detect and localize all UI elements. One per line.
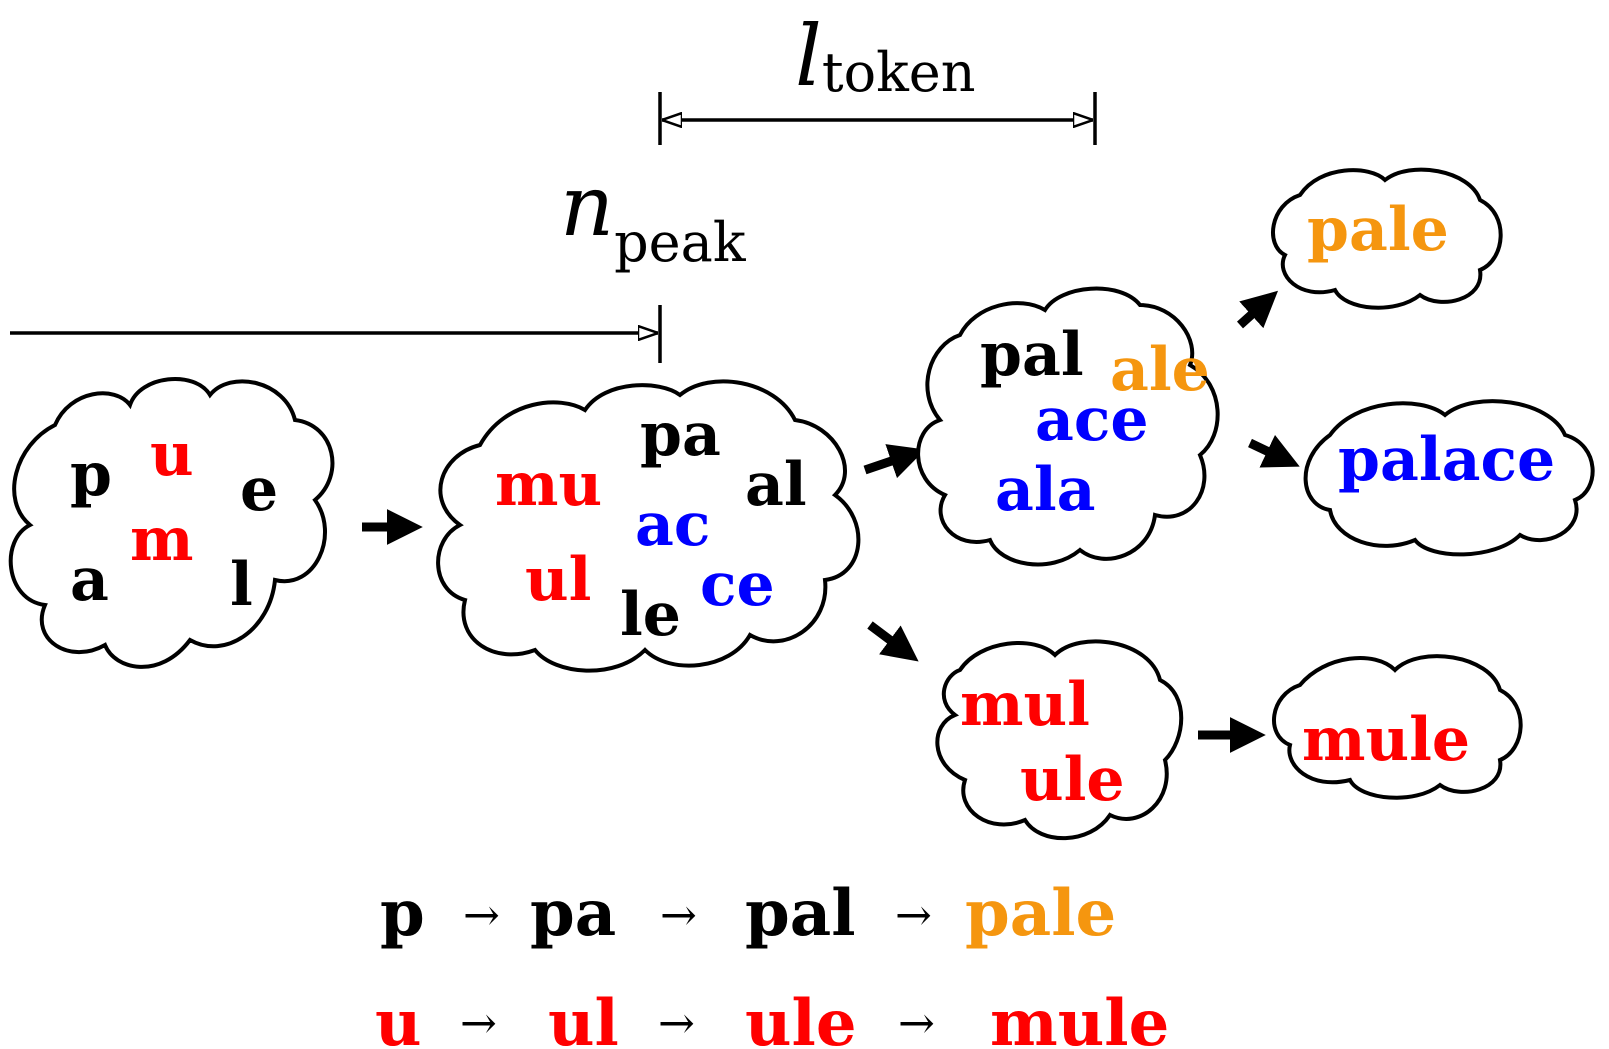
cloud1-token-6: l bbox=[230, 550, 253, 620]
cloud2-token-5: ul bbox=[525, 545, 591, 615]
l-token-main: l bbox=[795, 7, 822, 105]
cloud7-token-1: mule bbox=[1302, 705, 1470, 775]
arrow-2-upper bbox=[863, 444, 926, 479]
cloud-triples-pal: pal ale ace ala bbox=[916, 286, 1220, 567]
path2-arrow-3: → bbox=[898, 998, 935, 1049]
cloud2-token-2: mu bbox=[495, 450, 602, 520]
cloud1-token-3: e bbox=[240, 455, 278, 525]
cloud2-token-4: ac bbox=[635, 490, 710, 560]
merge-path-mule: u → ul → ule → mule bbox=[375, 986, 1169, 1049]
n-peak-sub: peak bbox=[614, 211, 747, 274]
path1-arrow-1: → bbox=[463, 890, 500, 941]
cloud1-token-1: p bbox=[70, 440, 112, 510]
cloud4-token-1: mul bbox=[960, 670, 1090, 740]
cloud-palace: palace bbox=[1303, 399, 1595, 557]
path1-arrow-2: → bbox=[660, 890, 697, 941]
cloud6-token-1: palace bbox=[1338, 425, 1555, 495]
cloud3-token-1: pal bbox=[980, 320, 1084, 390]
merge-path-pale: p → pa → pal → pale bbox=[380, 876, 1116, 951]
cloud4-token-2: ule bbox=[1020, 745, 1125, 815]
n-peak-main: n bbox=[560, 157, 614, 255]
cloud1-token-5: a bbox=[70, 545, 109, 615]
cloud1-token-4: m bbox=[130, 505, 194, 575]
cloud-initial-characters: p u e m a l bbox=[8, 377, 335, 669]
cloud2-token-6: ce bbox=[700, 550, 775, 620]
cloud3-token-2: ale bbox=[1110, 335, 1210, 405]
cloud-pale: pale bbox=[1271, 167, 1503, 310]
cloud2-token-1: pa bbox=[640, 400, 721, 470]
path1-arrow-3: → bbox=[895, 890, 932, 941]
arrow-3-pale bbox=[1236, 290, 1279, 329]
cloud-mule: mule bbox=[1272, 654, 1523, 800]
arrow-3-palace bbox=[1248, 434, 1300, 468]
arrow-2-lower bbox=[867, 621, 919, 662]
path2-step-2: ul bbox=[548, 986, 619, 1049]
path1-step-3: pal bbox=[745, 876, 856, 951]
path2-step-4: mule bbox=[990, 986, 1169, 1049]
cloud2-token-7: le bbox=[620, 580, 681, 650]
cloud3-token-4: ala bbox=[995, 455, 1096, 525]
l-token-label: ltoken bbox=[795, 7, 976, 105]
l-token-sub: token bbox=[822, 41, 976, 104]
n-peak-dimension: npeak bbox=[10, 157, 747, 363]
path1-step-1: p bbox=[380, 876, 425, 951]
cloud5-token-1: pale bbox=[1307, 195, 1449, 265]
l-token-dimension: ltoken bbox=[658, 7, 1097, 145]
path2-step-3: ule bbox=[745, 986, 857, 1049]
cloud-pairs: pa mu al ac ul ce le bbox=[436, 379, 861, 673]
cloud1-token-2: u bbox=[150, 420, 194, 490]
path1-step-2: pa bbox=[530, 876, 616, 951]
cloud2-token-3: al bbox=[745, 450, 807, 520]
path2-arrow-2: → bbox=[658, 998, 695, 1049]
path2-arrow-1: → bbox=[460, 998, 497, 1049]
n-peak-label: npeak bbox=[560, 157, 747, 274]
cloud-triples-mul: mul ule bbox=[935, 639, 1184, 841]
cloud3-token-3: ace bbox=[1035, 385, 1149, 455]
path2-step-1: u bbox=[375, 986, 422, 1049]
path1-step-4: pale bbox=[965, 876, 1116, 951]
